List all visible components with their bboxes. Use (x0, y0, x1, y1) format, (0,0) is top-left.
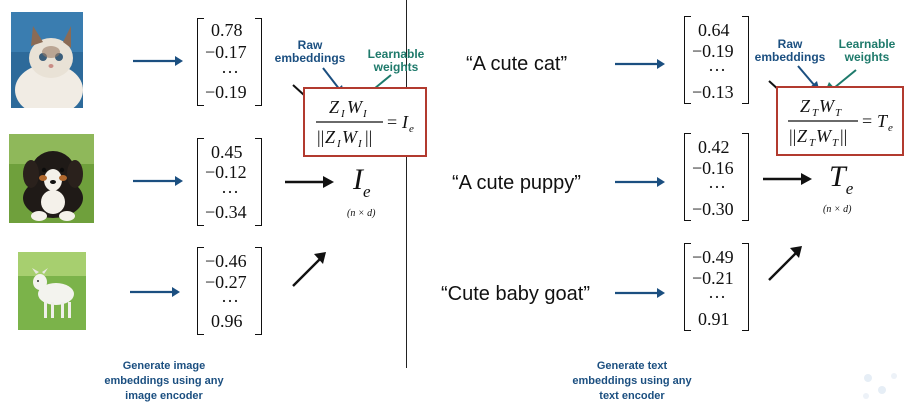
svg-text:I: I (336, 138, 342, 150)
svg-text:I: I (362, 108, 368, 120)
text-normalization-formula: Z T W T || Z T W T || = T e (788, 96, 893, 149)
svg-text:T: T (835, 107, 842, 119)
svg-text:T: T (877, 111, 889, 131)
vector-value: −0.13 (692, 82, 734, 102)
image-to-vector-arrow-3 (130, 287, 180, 297)
text-embedding-vector-3: −0.49 −0.21 ··· 0.91 (684, 243, 749, 331)
text-to-vector-arrow-2 (615, 177, 665, 187)
vector-value: −0.19 (692, 41, 734, 61)
svg-text:=: = (862, 111, 872, 131)
image-embedding-dims: (n × d) (347, 208, 376, 219)
svg-text:I: I (340, 108, 346, 120)
vector-ellipsis: ··· (708, 60, 726, 80)
learnable-weights-label: Learnable weights (367, 47, 425, 74)
vector-ellipsis: ··· (221, 291, 239, 311)
image-embedding-vector-3: −0.46 −0.27 ··· 0.96 (197, 247, 262, 335)
image-embedding-vector-2: 0.45 −0.12 ··· −0.34 (197, 138, 262, 226)
goat-to-embedding-arrow (292, 252, 326, 287)
image-formula-box: Z I W I || Z I W I || = I e (303, 87, 427, 157)
text-prompt-3: “Cute baby goat” (441, 283, 590, 305)
svg-text:e: e (409, 123, 414, 135)
text-embedding-symbol: Te (829, 160, 854, 198)
svg-text:T: T (812, 107, 819, 119)
goat-image (18, 252, 86, 330)
text-prompt-2: “A cute puppy” (452, 172, 581, 194)
raw-embeddings-label-text: Raw embeddings (754, 37, 826, 64)
svg-text:Z: Z (797, 126, 808, 146)
vector-value: −0.16 (692, 158, 734, 178)
svg-text:Z: Z (325, 127, 336, 147)
vector-value: −0.12 (205, 162, 247, 182)
vector-value: −0.17 (205, 42, 247, 62)
text-embedding-vector-1: 0.64 −0.19 ··· −0.13 (684, 16, 749, 104)
image-to-vector-arrow-1 (133, 56, 183, 66)
vector-value: 0.78 (211, 20, 243, 40)
vector-value: −0.34 (205, 202, 247, 222)
text-embedding-vector-2: 0.42 −0.16 ··· −0.30 (684, 133, 749, 221)
vector-value: 0.42 (698, 137, 730, 157)
svg-text:=: = (387, 112, 397, 132)
vector-value: 0.45 (211, 142, 243, 162)
text-embedding-dims: (n × d) (823, 204, 852, 215)
svg-text:W: W (816, 126, 833, 146)
decorative-dots (863, 373, 897, 399)
vector-value: −0.27 (205, 272, 247, 292)
svg-text:W: W (342, 127, 359, 147)
cat-image (11, 12, 83, 108)
puppy-image (9, 134, 94, 223)
image-embedding-vector-1: 0.78 −0.17 ··· −0.19 (197, 18, 262, 106)
svg-text:||: || (840, 126, 847, 146)
vector-value: −0.49 (692, 247, 734, 267)
vector-ellipsis: ··· (221, 62, 239, 82)
svg-text:I: I (401, 112, 409, 132)
svg-text:W: W (819, 96, 836, 116)
text-encoder-caption: Generate text embeddings using any text … (572, 360, 692, 402)
svg-text:||: || (789, 126, 796, 146)
vector-value: −0.21 (692, 268, 734, 288)
text-formula-box: Z T W T || Z T W T || = T e (776, 86, 904, 156)
image-to-vector-arrow-2 (133, 176, 183, 186)
svg-text:||: || (317, 127, 324, 147)
svg-text:Z: Z (329, 97, 340, 117)
vector-ellipsis: ··· (221, 182, 239, 202)
vector-value: −0.19 (205, 82, 247, 102)
vector-value: 0.96 (211, 311, 243, 331)
vector-to-embedding-arrow-text (763, 173, 812, 185)
vector-ellipsis: ··· (708, 177, 726, 197)
text-prompt-1: “A cute cat” (466, 53, 568, 75)
small-tick-arrow (292, 84, 305, 96)
vector-ellipsis: ··· (708, 287, 726, 307)
svg-text:I: I (357, 138, 363, 150)
svg-text:T: T (832, 137, 839, 149)
learnable-weights-label-text: Learnable weights (838, 37, 896, 64)
raw-embeddings-label: Raw embeddings (274, 38, 346, 65)
text-to-vector-arrow-1 (615, 59, 665, 69)
vector-value: 0.91 (698, 309, 730, 329)
image-normalization-formula: Z I W I || Z I W I || = I e (316, 97, 414, 150)
svg-text:||: || (365, 127, 372, 147)
svg-text:Z: Z (800, 96, 811, 116)
vector-value: −0.46 (205, 251, 247, 271)
panel-divider (406, 0, 407, 368)
svg-text:T: T (809, 137, 816, 149)
image-encoder-caption: Generate image embeddings using any imag… (104, 360, 224, 402)
goat-text-to-embedding-arrow (768, 246, 802, 281)
text-to-vector-arrow-3 (615, 288, 665, 298)
vector-value: 0.64 (698, 20, 730, 40)
image-embedding-symbol: Ie (353, 163, 371, 201)
svg-text:W: W (347, 97, 364, 117)
vector-value: −0.30 (692, 199, 734, 219)
svg-text:e: e (888, 122, 893, 134)
vector-to-embedding-arrow (285, 176, 334, 188)
